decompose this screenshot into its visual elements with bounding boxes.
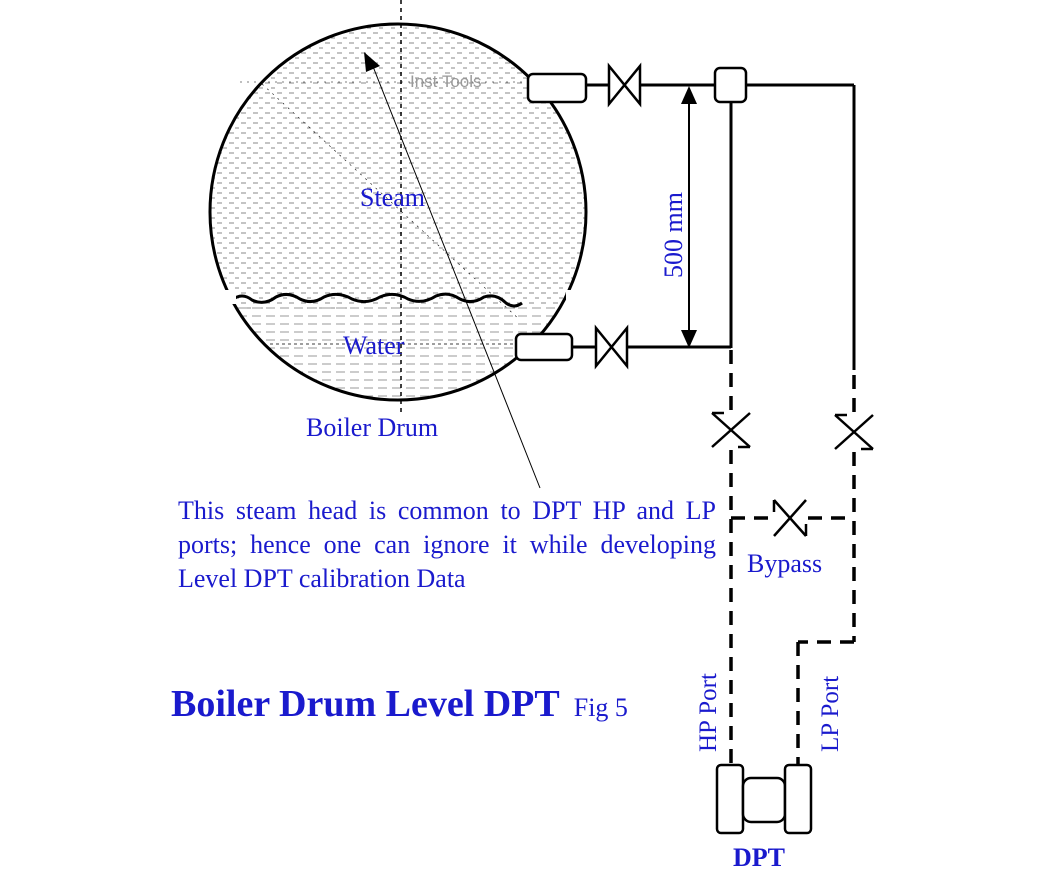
boiler-drum-shell [208,22,588,402]
steam-label: Steam [360,183,425,212]
watermark-text: Inst Tools [410,72,482,91]
water-isolation-valve [594,324,629,370]
water-level-line [231,292,523,308]
dimension-arrow-bottom [681,330,697,348]
boiler-drum-caption: Boiler Drum [306,413,438,442]
dimension-label: 500 mm [659,192,688,278]
lp-port-label: LP Port [817,676,844,752]
dpt-label: DPT [733,843,785,872]
hp-port-label: HP Port [695,673,722,752]
figure-title-main: Boiler Drum Level DPT [171,683,560,725]
lp-root-valve [834,413,874,451]
bypass-label: Bypass [747,549,822,578]
steam-space [210,24,586,310]
water-label: Water [343,331,405,360]
steam-nozzle [526,72,588,104]
note-leader-line [371,63,541,489]
figure-title: Boiler Drum Level DPT Fig 5 [171,683,628,725]
bypass-valve [772,499,808,537]
water-nozzle [514,332,574,362]
calibration-note: This steam head is common to DPT HP and … [178,496,716,593]
leader-arrowhead [364,52,380,72]
condensate-pot [713,66,748,104]
dpt-transmitter [715,763,813,835]
steam-isolation-valve [607,62,642,108]
figure-subtitle: Fig 5 [574,693,628,722]
hp-root-valve [711,411,751,449]
dimension-arrow-top [681,86,697,104]
